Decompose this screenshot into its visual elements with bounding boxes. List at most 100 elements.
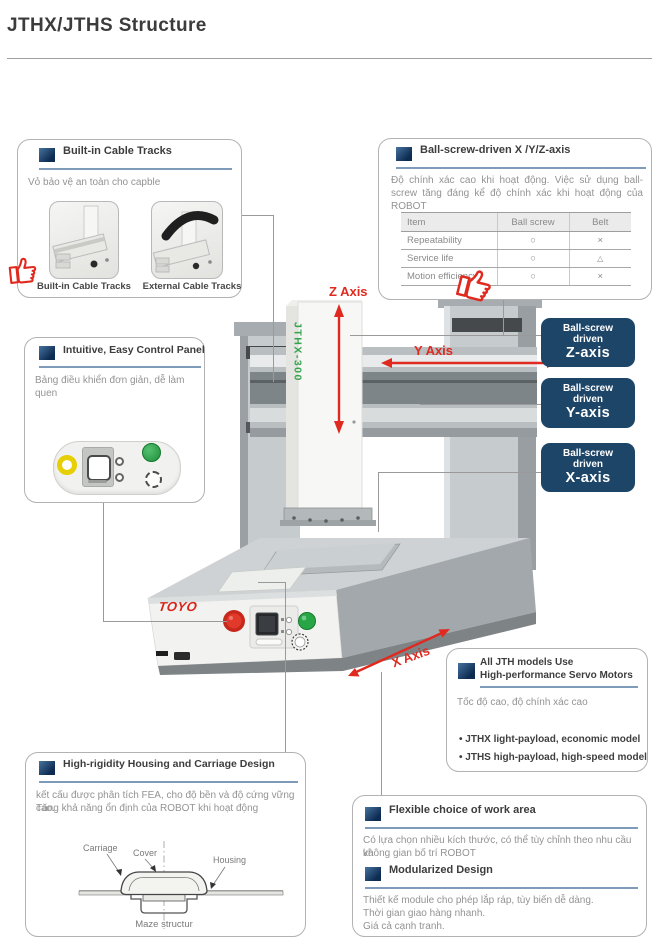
navy-square-icon	[39, 761, 55, 775]
control-panel-desc: Bảng điều khiển đơn giản, dễ làm quen	[35, 375, 185, 399]
panel-axis-name: X-axis	[565, 470, 611, 486]
base-dial	[291, 633, 309, 651]
z-foot-plate	[280, 507, 376, 526]
cable-tracks-desc: Vỏ bảo vệ an toàn cho capble	[28, 177, 161, 188]
carriage-cross-section-diagram: Carriage Cover Housing Maze structur	[78, 841, 284, 930]
callout-ball-screw: Ball-screw-driven X /Y/Z-axis Độ chính x…	[378, 138, 652, 300]
ball-screw-desc: Độ chính xác cao khi hoạt động. Việc sử …	[391, 175, 643, 212]
connector-xaxis-v	[378, 472, 379, 532]
robot-z-column: JTHX-300	[280, 300, 376, 526]
callout-housing-carriage: High-rigidity Housing and Carriage Desig…	[25, 752, 306, 937]
z-axis-arrow	[334, 304, 344, 434]
row-ballscrew-value: ○	[496, 231, 569, 250]
maze-structure-label: Maze structur	[135, 919, 193, 930]
navy-square-icon	[39, 346, 55, 360]
comparison-table: Item Ball screw Belt Repeatability ○ × S…	[401, 212, 631, 286]
brand-logo: TOYO	[158, 599, 199, 614]
panel-x-axis: Ball-screw driven X-axis	[541, 443, 635, 492]
x-axis-arrow	[348, 629, 450, 677]
col-ball-screw: Ball screw	[496, 212, 569, 232]
housing-label: Housing	[213, 855, 246, 865]
y-axis-label: Y Axis	[414, 343, 454, 358]
yellow-key-button	[57, 455, 77, 475]
panel-axis-name: Y-axis	[565, 405, 611, 421]
modular-title: Modularized Design	[389, 864, 493, 876]
connector-carriage-stub	[258, 582, 286, 583]
navy-square-icon	[396, 147, 412, 161]
small-round-button	[115, 457, 124, 466]
ball-screw-title: Ball-screw-driven X /Y/Z-axis	[420, 144, 571, 156]
builtin-track-photo	[49, 201, 119, 279]
row-belt-value: ×	[568, 267, 631, 286]
panel-line: driven	[572, 394, 603, 405]
row-ballscrew-value: ○	[496, 267, 569, 286]
servo-bullet-jthx: JTHX light-payload, economic model	[459, 734, 640, 745]
header-underline	[39, 168, 232, 170]
servo-bullet-jths: JTHS high-payload, high-speed model	[459, 752, 647, 763]
work-area-desc-line2: không gian bố trí ROBOT	[363, 848, 476, 859]
connector-panel-h	[103, 621, 227, 622]
panel-line: driven	[572, 334, 603, 345]
control-panel-illustration	[53, 441, 181, 495]
small-round-button	[115, 473, 124, 482]
panel-z-axis: Ball-screw driven Z-axis	[541, 318, 635, 367]
carriage-label: Carriage	[83, 843, 118, 853]
connector-table-v	[503, 300, 504, 336]
modular-line1: Thiết kế module cho phép lắp ráp, tùy bi…	[363, 895, 594, 906]
panel-line: Ball-screw	[562, 448, 614, 459]
connector-workarea-v	[381, 672, 382, 796]
navy-square-icon	[365, 807, 381, 821]
row-belt-value: △	[568, 249, 631, 268]
row-item: Repeatability	[401, 231, 497, 250]
base-port-small	[156, 651, 168, 656]
header-underline	[396, 167, 646, 169]
header-underline	[480, 686, 638, 688]
title-divider	[7, 58, 652, 59]
servo-desc: Tốc độ cao, độ chính xác cao	[457, 697, 588, 708]
cable-tracks-title: Built-in Cable Tracks	[63, 145, 172, 157]
panel-line: driven	[572, 459, 603, 470]
table-row: Service life ○ △	[401, 249, 631, 268]
panel-display-block	[82, 447, 114, 487]
builtin-track-art	[52, 205, 109, 269]
navy-square-icon	[39, 148, 55, 162]
z-axis-label: Z Axis	[329, 284, 368, 299]
header-underline	[365, 887, 638, 889]
modular-line3: Giá cả cạnh tranh.	[363, 921, 445, 932]
model-label: JTHX-300	[292, 322, 304, 382]
col-belt: Belt	[568, 212, 631, 232]
modular-line2: Thời gian giao hàng nhanh.	[363, 908, 486, 919]
row-item: Service life	[401, 249, 497, 268]
row-ballscrew-value: ○	[496, 249, 569, 268]
table-row: Motion efficiency ○ ×	[401, 267, 631, 286]
cover-label: Cover	[133, 848, 157, 858]
callout-workarea-modular: Flexible choice of work area Có lựa chọn…	[352, 795, 647, 937]
callout-servo-motors: All JTH models Use High-performance Serv…	[446, 648, 648, 772]
work-area-desc-line1: Có lựa chọn nhiều kích thước, có thể tùy…	[363, 835, 632, 859]
header-underline	[39, 781, 298, 783]
panel-line: Ball-screw	[562, 383, 614, 394]
base-port-usb	[174, 652, 190, 660]
external-track-photo	[151, 201, 223, 279]
rotary-dial	[145, 471, 162, 488]
housing-desc-line2: Tăng khả năng ổn định của ROBOT khi hoạt…	[36, 803, 259, 814]
base-green-button	[298, 612, 316, 630]
display-screen	[87, 455, 111, 481]
control-panel-title: Intuitive, Easy Control Panel	[63, 344, 205, 356]
servo-title-line1: All JTH models Use	[480, 657, 574, 668]
panel-y-axis: Ball-screw driven Y-axis	[541, 378, 635, 428]
connector-yaxis-h	[420, 404, 541, 405]
page-title: JTHX/JTHS Structure	[7, 15, 207, 36]
robot-illustration: JTHX-300	[147, 294, 558, 677]
external-track-caption: External Cable Tracks	[142, 281, 242, 292]
connector-carriage-v	[285, 582, 286, 752]
housing-desc-line1: kết cấu được phân tích FEA, cho độ bền v…	[36, 790, 295, 814]
green-start-button	[142, 443, 161, 462]
col-item: Item	[401, 212, 497, 232]
connector-cabletracks-h	[242, 215, 274, 216]
connector-panel-v	[103, 503, 104, 621]
display-slot	[88, 480, 107, 483]
navy-square-icon	[458, 663, 475, 679]
header-underline	[365, 827, 638, 829]
